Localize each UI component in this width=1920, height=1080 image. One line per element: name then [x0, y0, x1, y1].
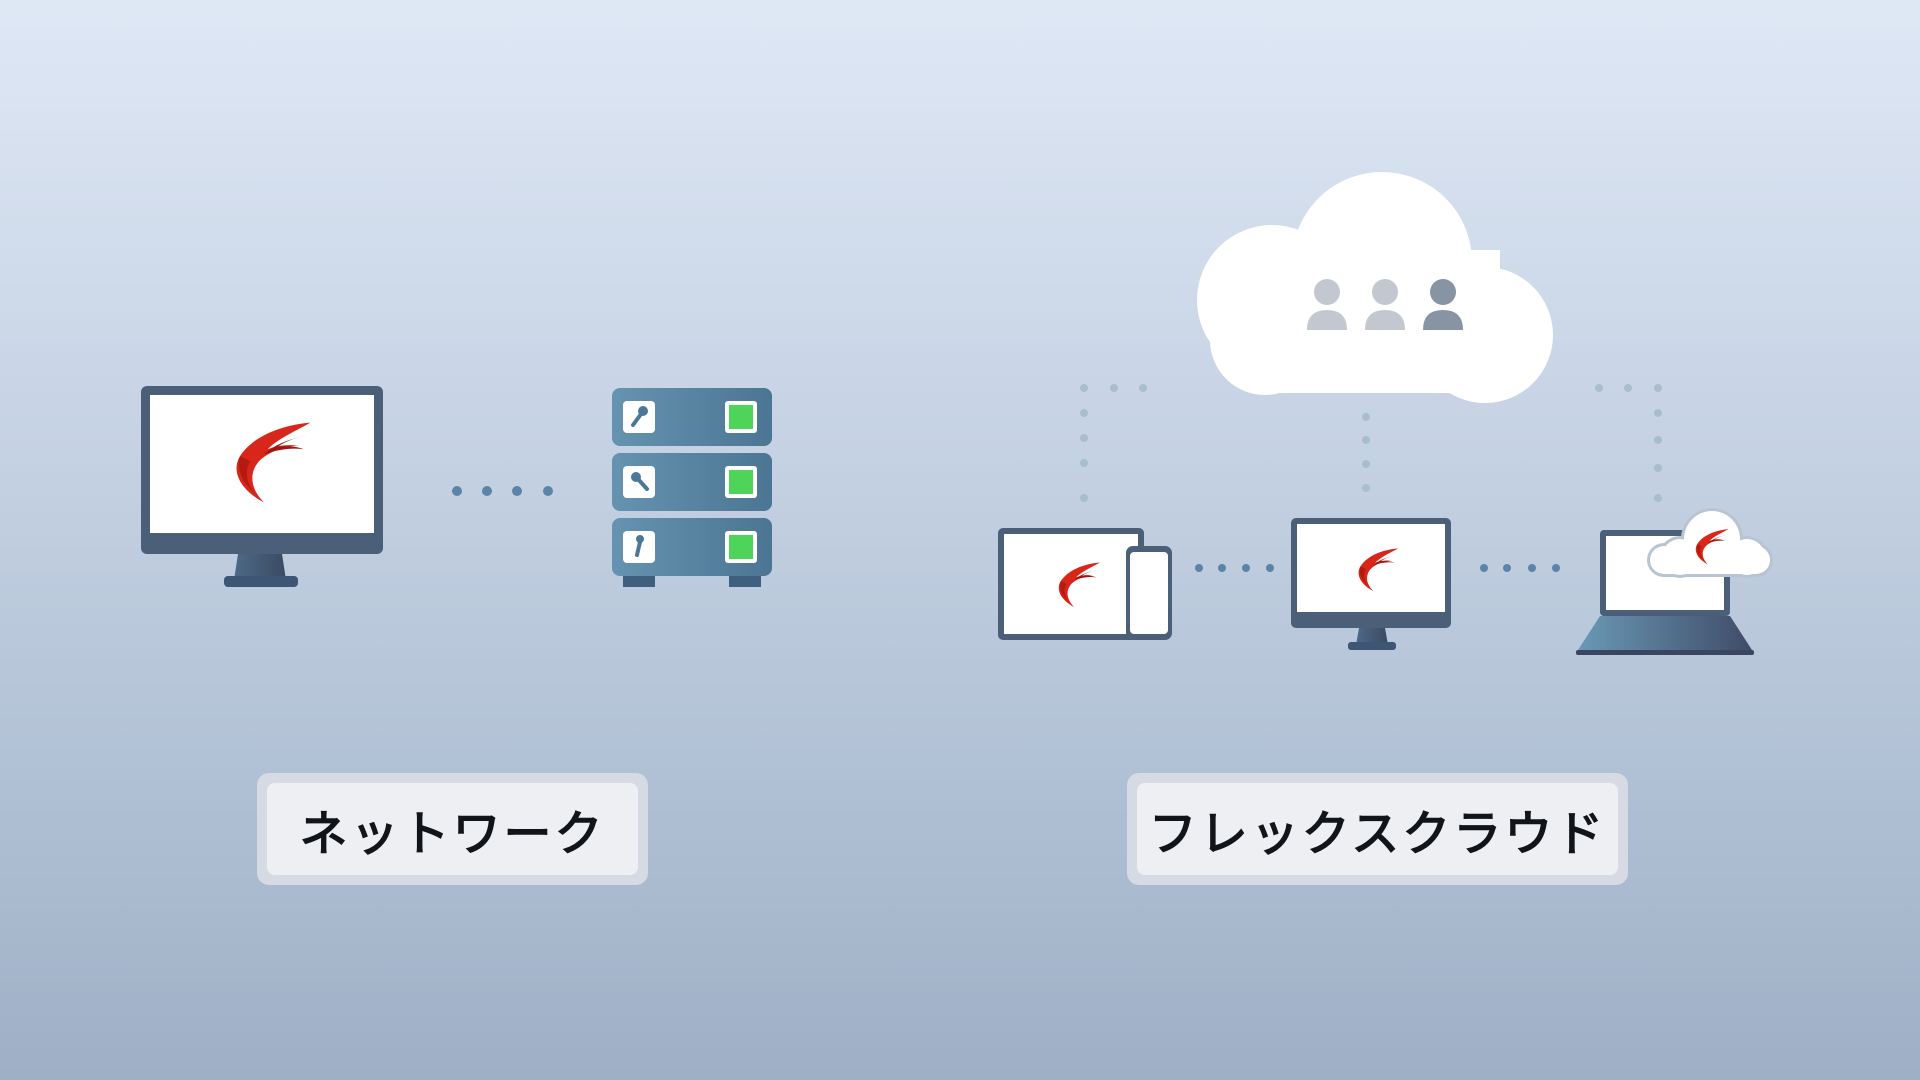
connector-dots-cloud [1080, 384, 1662, 502]
laptop [1576, 508, 1773, 655]
desktop-monitor-network [141, 386, 383, 587]
monitor-base [224, 576, 298, 587]
monitor-screen [150, 395, 374, 533]
cloud [1197, 172, 1553, 403]
status-led [729, 405, 753, 429]
network-label: ネットワーク [267, 783, 638, 875]
phone-screen [1130, 552, 1168, 634]
monitor-base [1348, 642, 1396, 650]
monitor-stand [1356, 628, 1388, 645]
cloud-badge [1647, 508, 1773, 578]
monitor-stand [234, 554, 286, 580]
status-led [729, 535, 753, 559]
laptop-base [1578, 616, 1752, 650]
person-icon [1423, 279, 1463, 330]
person-icon [1307, 279, 1347, 330]
connector-dots-devices [1195, 564, 1560, 572]
server-rack [612, 388, 772, 587]
connector-dots-network [452, 486, 553, 496]
desktop-monitor-cloud [1291, 518, 1451, 650]
tablet-and-phone [998, 528, 1172, 640]
status-led [729, 470, 753, 494]
flexcloud-label-box: フレックスクラウド [1127, 773, 1628, 885]
network-label-box: ネットワーク [257, 773, 648, 885]
person-icon [1365, 279, 1405, 330]
flexcloud-label: フレックスクラウド [1137, 783, 1618, 875]
